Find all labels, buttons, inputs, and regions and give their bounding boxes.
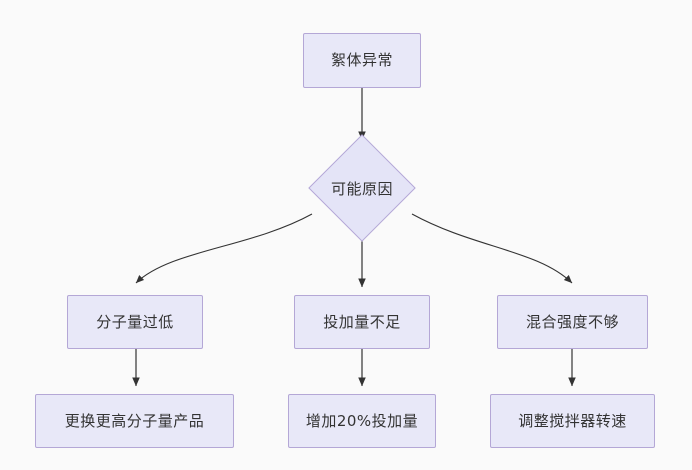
node-cause[interactable]: 可能原因 xyxy=(303,130,421,246)
node-cause2[interactable]: 投加量不足 xyxy=(294,295,430,349)
node-cause3-label: 混合强度不够 xyxy=(525,312,619,331)
node-action3-label: 调整搅拌器转速 xyxy=(518,411,627,430)
node-cause2-label: 投加量不足 xyxy=(323,312,401,331)
edge-cause-to-cause1 xyxy=(135,213,313,284)
node-start[interactable]: 絮体异常 xyxy=(303,33,421,88)
node-cause1[interactable]: 分子量过低 xyxy=(67,295,203,349)
node-cause1-label: 分子量过低 xyxy=(96,312,174,331)
node-cause-label: 可能原因 xyxy=(330,179,393,198)
edge-cause-to-cause3 xyxy=(411,213,573,284)
node-cause3[interactable]: 混合强度不够 xyxy=(497,295,648,349)
node-start-label: 絮体异常 xyxy=(330,51,393,69)
node-action2-label: 增加20%投加量 xyxy=(305,411,419,430)
node-action1-label: 更换更高分子量产品 xyxy=(64,411,205,430)
node-action1[interactable]: 更换更高分子量产品 xyxy=(35,394,234,448)
node-action2[interactable]: 增加20%投加量 xyxy=(288,394,436,448)
node-action3[interactable]: 调整搅拌器转速 xyxy=(490,394,655,448)
